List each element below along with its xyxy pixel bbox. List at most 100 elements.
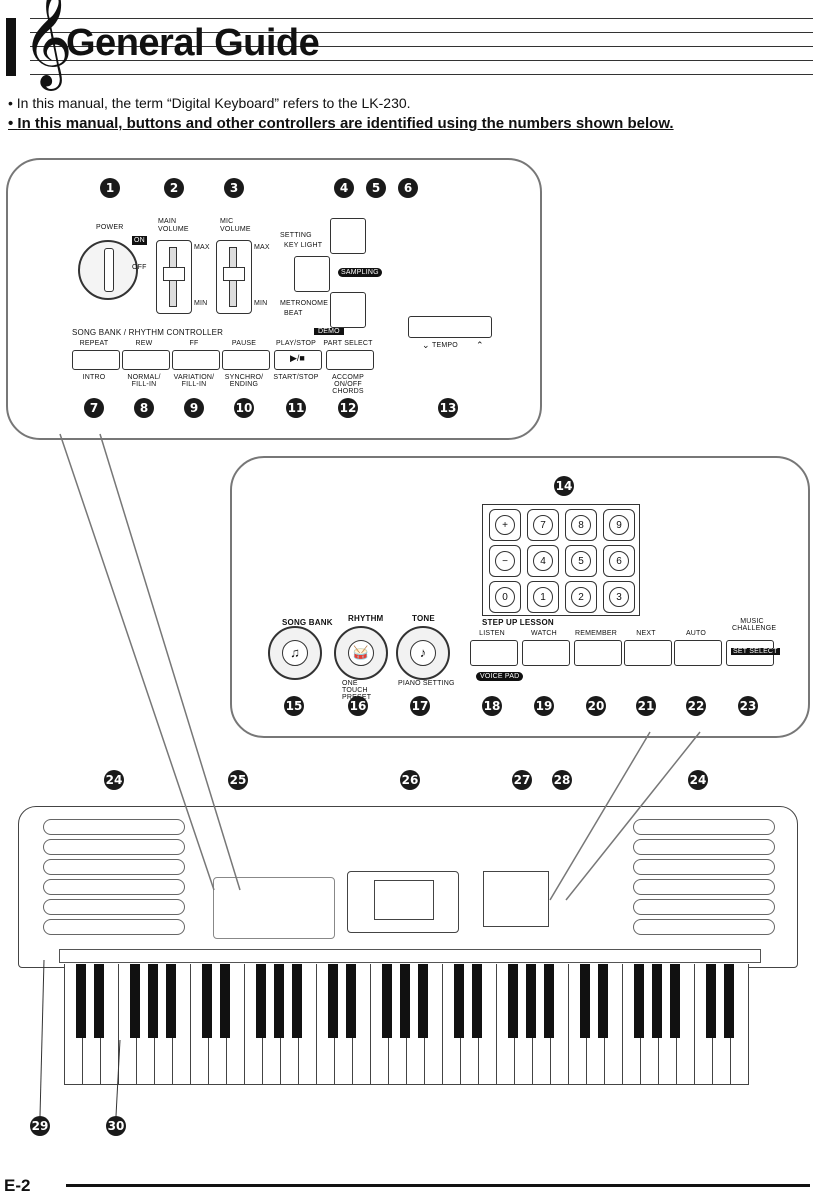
callout-4: 4	[334, 178, 354, 198]
auto-label: AUTO	[685, 630, 707, 637]
key-0[interactable]: 0	[489, 581, 521, 613]
music-challenge-label: MUSIC CHALLENGE	[732, 618, 777, 632]
callout-2: 2	[164, 178, 184, 198]
callout-7: 7	[84, 398, 104, 418]
callout-1: 1	[100, 178, 120, 198]
intro-label: INTRO	[82, 374, 106, 381]
accomp-button[interactable]	[326, 350, 374, 370]
normal-fill-in-label: NORMAL/ FILL-IN	[127, 374, 161, 388]
metronome-button[interactable]	[330, 292, 366, 328]
callout-18: 18	[482, 696, 502, 716]
callout-16: 16	[348, 696, 368, 716]
metronome-label: METRONOME	[280, 300, 329, 307]
mic-min-label: MIN	[254, 300, 268, 307]
rhythm-button[interactable]: 🥁	[334, 626, 388, 680]
sampling-button[interactable]	[294, 256, 330, 292]
note-2: • In this manual, buttons and other cont…	[8, 115, 674, 132]
power-off-label: OFF	[132, 264, 147, 271]
main-volume-slider[interactable]	[156, 240, 192, 314]
display-screen	[347, 871, 459, 933]
note-1: • In this manual, the term “Digital Keyb…	[8, 95, 411, 111]
tone-label: TONE	[412, 614, 435, 623]
part-select-label: PART SELECT	[323, 340, 373, 347]
key-plus[interactable]: +	[489, 509, 521, 541]
intro-button[interactable]	[72, 350, 120, 370]
key-8[interactable]: 8	[565, 509, 597, 541]
keyboard-body	[18, 806, 798, 968]
callout-27: 27	[512, 770, 532, 790]
key-4[interactable]: 4	[527, 545, 559, 577]
mic-volume-label: MIC VOLUME	[220, 218, 251, 233]
key-7[interactable]: 7	[527, 509, 559, 541]
callout-29: 29	[30, 1116, 50, 1136]
callout-21: 21	[636, 696, 656, 716]
remember-button[interactable]	[574, 640, 622, 666]
key-9[interactable]: 9	[603, 509, 635, 541]
accomp-label: ACCOMP ON/OFF CHORDS	[332, 374, 364, 395]
setting-label: SETTING	[280, 232, 312, 239]
callout-20: 20	[586, 696, 606, 716]
key-6[interactable]: 6	[603, 545, 635, 577]
synchro-ending-button[interactable]	[222, 350, 270, 370]
power-switch[interactable]	[78, 240, 138, 300]
callout-6: 6	[398, 178, 418, 198]
callout-26: 26	[400, 770, 420, 790]
tempo-buttons[interactable]	[408, 316, 492, 338]
main-max-label: MAX	[194, 244, 210, 251]
callout-8: 8	[134, 398, 154, 418]
setting-button[interactable]	[330, 218, 366, 254]
mic-max-label: MAX	[254, 244, 270, 251]
callout-11: 11	[286, 398, 306, 418]
footer-rule	[66, 1184, 810, 1187]
callout-23: 23	[738, 696, 758, 716]
lesson-panel-detail: 14 + 7 8 9 − 4 5 6 0 1 2 3 SONG BANK RHY…	[230, 456, 810, 738]
listen-button[interactable]	[470, 640, 518, 666]
sampling-label: SAMPLING	[338, 268, 382, 277]
song-bank-label: SONG BANK	[282, 618, 333, 627]
callout-24-left: 24	[104, 770, 124, 790]
callout-13: 13	[438, 398, 458, 418]
key-minus[interactable]: −	[489, 545, 521, 577]
key-light-label: KEY LIGHT	[284, 242, 323, 249]
song-bank-button[interactable]: ♫	[268, 626, 322, 680]
variation-fill-in-button[interactable]	[172, 350, 220, 370]
voice-pad-label: VOICE PAD	[476, 672, 524, 681]
number-keypad: + 7 8 9 − 4 5 6 0 1 2 3	[482, 504, 640, 616]
callout-14: 14	[554, 476, 574, 496]
auto-button[interactable]	[674, 640, 722, 666]
watch-button[interactable]	[522, 640, 570, 666]
key-3[interactable]: 3	[603, 581, 635, 613]
next-button[interactable]	[624, 640, 672, 666]
treble-clef-icon: 𝄞	[22, 0, 73, 87]
repeat-label: REPEAT	[79, 340, 109, 347]
normal-fill-in-button[interactable]	[122, 350, 170, 370]
callout-19: 19	[534, 696, 554, 716]
key-5[interactable]: 5	[565, 545, 597, 577]
callout-22: 22	[686, 696, 706, 716]
rhythm-label: RHYTHM	[348, 614, 384, 623]
start-stop-button[interactable]: ▶/■	[274, 350, 322, 370]
tone-button[interactable]: ♪	[396, 626, 450, 680]
beat-label: BEAT	[284, 310, 303, 317]
variation-fill-in-label: VARIATION/ FILL-IN	[173, 374, 215, 388]
callout-17: 17	[410, 696, 430, 716]
tempo-up-icon: ⌃	[476, 340, 484, 350]
tempo-down-icon: ⌄	[422, 340, 430, 350]
callout-3: 3	[224, 178, 244, 198]
page-number: E-2	[4, 1176, 31, 1195]
callout-24-right: 24	[688, 770, 708, 790]
piano-setting-label: PIANO SETTING	[398, 680, 455, 687]
watch-label: WATCH	[531, 630, 557, 637]
key-2[interactable]: 2	[565, 581, 597, 613]
callout-5: 5	[366, 178, 386, 198]
set-select-button[interactable]: SET SELECT	[726, 640, 780, 666]
callout-10: 10	[234, 398, 254, 418]
mic-volume-slider[interactable]	[216, 240, 252, 314]
callout-12: 12	[338, 398, 358, 418]
main-volume-label: MAIN VOLUME	[158, 218, 189, 233]
key-1[interactable]: 1	[527, 581, 559, 613]
callout-28: 28	[552, 770, 572, 790]
tempo-label: TEMPO	[432, 342, 458, 349]
controller-title: SONG BANK / RHYTHM CONTROLLER	[72, 328, 224, 337]
listen-label: LISTEN	[479, 630, 505, 637]
